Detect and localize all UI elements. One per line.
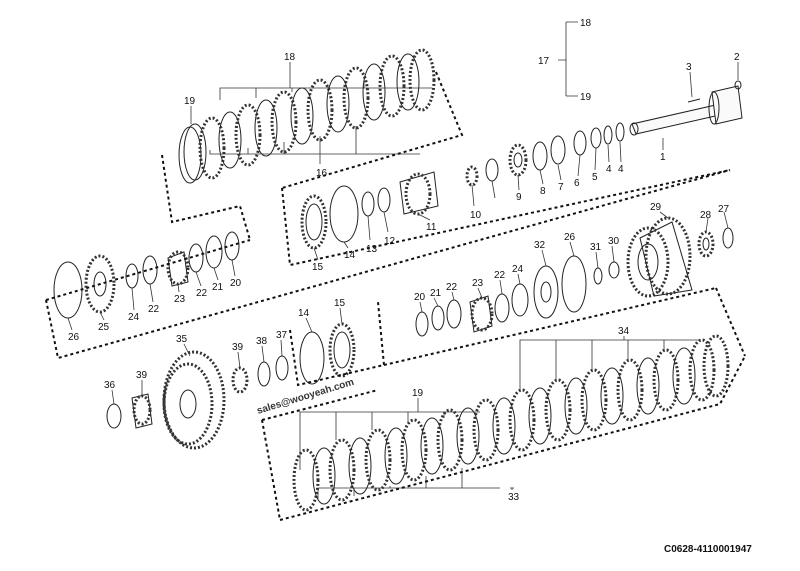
callout-22: 22 <box>148 304 160 315</box>
callout-22: 22 <box>446 282 458 293</box>
lower-gear-group <box>106 301 386 450</box>
drawing-code: C0628-4110001947 <box>664 544 752 555</box>
callout-4b: 4 <box>606 164 612 175</box>
part-callouts: 1 2 3 4 4 5 6 7 8 9 10 11 12 13 14 15 16… <box>68 18 740 503</box>
callout-28: 28 <box>700 210 712 221</box>
callout-18: 18 <box>284 52 296 63</box>
callout-19: 19 <box>412 388 424 399</box>
callout-29: 29 <box>650 202 662 213</box>
callout-19: 19 <box>184 96 196 107</box>
callout-3: 3 <box>686 62 692 73</box>
callout-20: 20 <box>230 278 242 289</box>
callout-12: 12 <box>384 236 396 247</box>
bottom-clutch-pack <box>261 287 746 521</box>
callout-26: 26 <box>564 232 576 243</box>
callout-20: 20 <box>414 292 426 303</box>
callout-7: 7 <box>558 182 564 193</box>
callout-39: 39 <box>232 342 244 353</box>
callout-35: 35 <box>176 334 188 345</box>
callout-9: 9 <box>516 192 522 203</box>
callout-11: 11 <box>426 222 437 233</box>
callout-31: 31 <box>590 242 602 253</box>
callout-23: 23 <box>174 294 186 305</box>
bracket-label-18: 18 <box>580 18 592 29</box>
callout-37: 37 <box>276 330 288 341</box>
callout-36: 36 <box>104 380 116 391</box>
callout-15: 15 <box>312 262 324 273</box>
callout-26: 26 <box>68 332 80 343</box>
callout-1: 1 <box>660 152 666 163</box>
callout-13: 13 <box>366 244 378 255</box>
bracket-label-17: 17 <box>538 56 550 67</box>
callout-5: 5 <box>592 172 598 183</box>
callout-27: 27 <box>718 204 730 215</box>
callout-6: 6 <box>574 178 580 189</box>
callout-21: 21 <box>212 282 224 293</box>
bracket-label-19: 19 <box>580 92 592 103</box>
left-middle-group <box>45 169 731 360</box>
callout-22: 22 <box>196 288 208 299</box>
callout-24: 24 <box>512 264 524 275</box>
callout-21: 21 <box>430 288 442 299</box>
callout-14: 14 <box>344 250 356 261</box>
callout-30: 30 <box>608 236 620 247</box>
right-middle-group <box>533 211 734 319</box>
callout-15: 15 <box>334 298 346 309</box>
callout-2: 2 <box>734 52 740 63</box>
callout-4a: 4 <box>618 164 624 175</box>
callout-32: 32 <box>534 240 546 251</box>
callout-16: 16 <box>316 168 328 179</box>
callout-14: 14 <box>298 308 310 319</box>
callout-22: 22 <box>494 270 506 281</box>
callout-38: 38 <box>256 336 268 347</box>
callout-39: 39 <box>136 370 148 381</box>
top-clutch-pack <box>161 48 464 241</box>
callout-34: 34 <box>618 326 630 337</box>
callout-33: 33 <box>508 492 520 503</box>
callout-8: 8 <box>540 186 546 197</box>
output-shaft-assembly <box>281 21 743 267</box>
watermark: sales@wooyeah.com <box>256 377 356 417</box>
callout-24: 24 <box>128 312 140 323</box>
callout-10: 10 <box>470 210 482 221</box>
callout-25: 25 <box>98 322 110 333</box>
center-middle-group <box>415 273 529 337</box>
callout-23: 23 <box>472 278 484 289</box>
